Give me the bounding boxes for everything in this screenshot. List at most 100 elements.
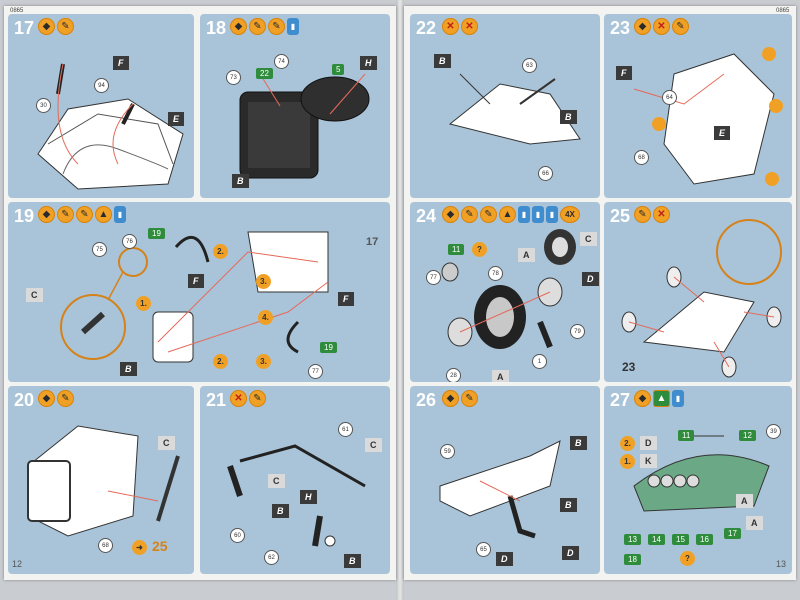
paint-icon: ✎ [461,390,478,407]
color-icon: ▲ [653,390,670,407]
part-callout: 79 [570,324,585,339]
paint-pot-icon: ▮ [532,206,544,223]
part-tag-C: C [580,232,597,246]
step-panel-23: 23 ◆ ✕ ✎ F E 64 68 [604,14,792,198]
part-tag-F: F [616,66,632,80]
decal-number: 12 [739,430,756,441]
step-icons: ✎ ✕ [634,206,670,223]
no-glue-icon: ✕ [230,390,247,407]
question-icon: ? [472,242,487,257]
part-tag-D: D [562,546,579,560]
decal-number: 15 [672,534,689,545]
step-panel-25: 25 ✎ ✕ 23 [604,202,792,382]
paint-pot-icon: ▮ [287,18,299,35]
step-number: 17 [14,18,35,38]
no-glue-icon: ✕ [653,206,670,223]
step-icons: ◆ ✎ [38,390,74,407]
arrow-icon: ➜ [132,540,147,555]
body-panel-illustration [439,440,561,539]
part-callout: 59 [440,444,455,459]
glue-icon: ◆ [442,206,459,223]
part-callout: 78 [488,266,503,281]
part-tag-C: C [26,288,43,302]
sequence-number: 2. [213,244,228,259]
color-icon: ▲ [499,206,516,223]
part-tag-B: B [560,498,577,512]
part-tag-D: D [582,272,599,286]
part-callout: 75 [92,242,107,257]
page-number-left: 12 [12,559,23,569]
part-callout: 76 [122,234,137,249]
goto-step: 25 [152,538,168,554]
part-callout: 62 [264,550,279,565]
paint-icon: ✎ [672,18,689,35]
decal-number: 14 [648,534,665,545]
step-icons: ◆ ✎ ✎ ▮ [230,18,299,35]
sequence-number: 3. [256,354,271,369]
glue-icon: ◆ [442,390,459,407]
paint-icon: ✎ [268,18,285,35]
no-glue-icon: ✕ [653,18,670,35]
no-glue-icon: ✕ [442,18,459,35]
glue-icon: ◆ [38,390,55,407]
step-icons: ✕ ✕ [442,18,478,35]
decal-number: 11 [448,244,465,255]
decal-number: 11 [678,430,695,441]
part-tag-D: D [640,436,657,450]
page-number-right: 13 [776,559,787,569]
step-panel-24: 24 ◆ ✎ ✎ ▲ ▮ ▮ ▮ 4X C A D A 77 28 78 [410,202,600,382]
part-tag-E: E [168,112,185,126]
paint-icon: ✎ [249,18,266,35]
step-panel-22: 22 ✕ ✕ B B 63 66 [410,14,600,198]
step-panel-19: 19 ◆ ✎ ✎ ▲ ▮ C F B F 75 76 77 2. 1. 2. [8,202,390,382]
part-tag-D: D [496,552,513,566]
step-number: 22 [416,18,437,38]
suspension-illustration [448,73,581,145]
paint-icon: ✎ [249,390,266,407]
sequence-number: 2. [620,436,635,451]
part-callout: 60 [230,528,245,543]
glue-icon: ◆ [38,18,55,35]
step-icons: ◆ ✕ ✎ [634,18,689,35]
part-tag-F: F [188,274,204,288]
part-tag-K: K [640,454,657,468]
sequence-number: 4. [258,310,273,325]
no-glue-icon: ✕ [461,18,478,35]
step-icons: ◆ ✎ ✎ ▲ ▮ [38,206,126,223]
page-code: 0865 [776,8,790,14]
part-tag-C: C [365,438,382,452]
decal-number: 19 [148,228,165,239]
part-callout: 65 [476,542,491,557]
step-number: 23 [610,18,631,38]
paint-pot-icon: ▮ [546,206,558,223]
part-tag-B: B [344,554,361,568]
step-panel-20: 20 ◆ ✎ C 68 ➜ 25 [8,386,194,574]
paint-icon: ✎ [57,206,74,223]
paint-pot-icon: ▮ [114,206,126,223]
step-panel-17: 17 ◆ ✎ F E 30 94 [8,14,194,198]
part-tag-F: F [338,292,354,306]
paint-icon: ✎ [57,390,74,407]
rolling-chassis-illustration [621,219,782,378]
paint-icon: ✎ [76,206,93,223]
part-callout: 68 [98,538,113,553]
decal-number: 22 [256,68,273,79]
page-code: 0865 [10,8,24,14]
linkage-illustration [227,444,366,547]
step-number: 27 [610,390,631,410]
part-callout: 30 [36,98,51,113]
part-callout: 77 [426,270,441,285]
glue-icon: ◆ [634,390,651,407]
left-page: 0865 17 ◆ ✎ F E 30 94 18 ◆ ✎ ✎ ▮ [4,6,396,580]
step-panel-27: 27 ◆ ▲ ▮ D K A A 39 2. 1. ? 11 12 13 14 … [604,386,792,574]
step-number: 25 [610,206,631,226]
assembly-illustration [60,231,329,363]
paint-pot-icon: ▮ [518,206,530,223]
decal-number: 17 [724,528,741,539]
part-callout: 63 [522,58,537,73]
chassis-illustration [37,63,184,190]
question-icon: ? [680,551,695,566]
step-panel-26: 26 ◆ ✎ B B D D 59 65 [410,386,600,574]
book-spine [396,0,404,600]
paint-icon: ✎ [57,18,74,35]
